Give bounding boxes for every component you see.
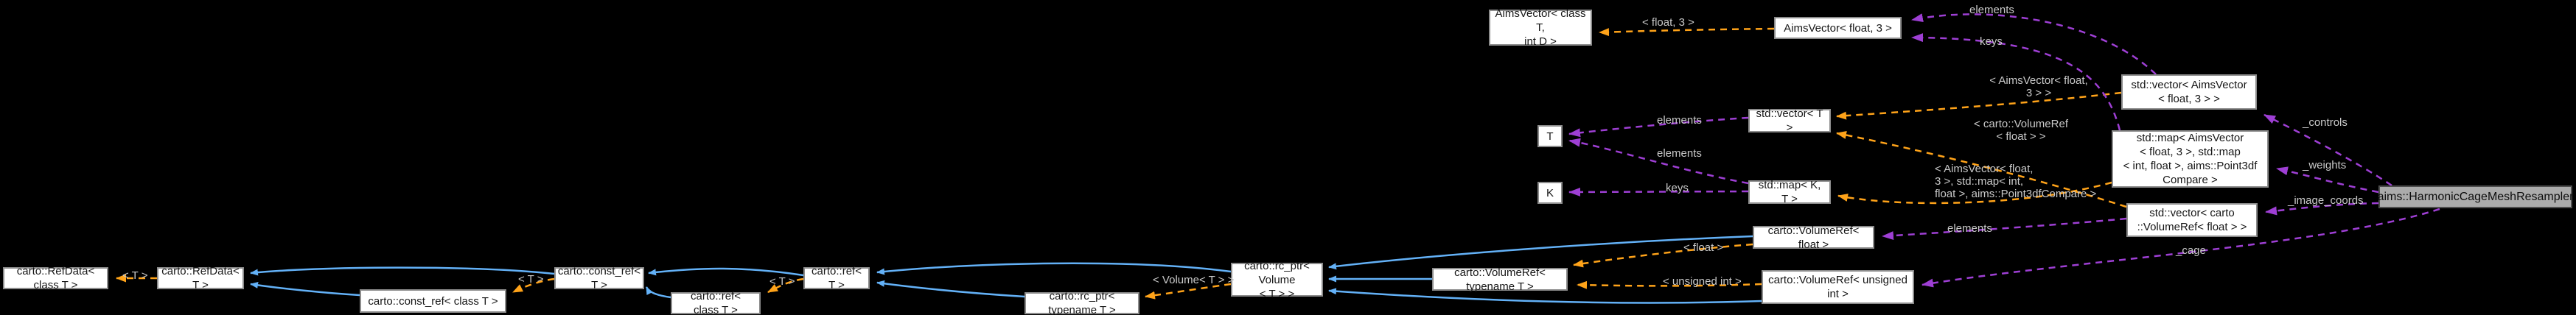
edge-label-t-refdata-instantiation: < T > — [122, 269, 148, 282]
node-ref-template[interactable]: carto::ref< class T > — [671, 290, 761, 315]
node-const-ref-t[interactable]: carto::const_ref< T > — [554, 265, 644, 291]
edge-label-elements-vector-t: elements — [1657, 114, 1702, 127]
edge-label-cage: _cage — [2176, 244, 2206, 257]
node-std-map-kt[interactable]: std::map< K, T > — [1748, 179, 1831, 205]
edge-label-vector-volumeref-instantiation: < carto::VolumeRef < float > > — [1974, 118, 2068, 143]
edge-label-keys-weights-map: keys — [1980, 35, 2003, 48]
node-std-map-aimsvector[interactable]: std::map< AimsVector < float, 3 >, std::… — [2112, 130, 2269, 188]
edge-label-controls: _controls — [2303, 116, 2348, 129]
edge-label-elements-map-kt: elements — [1657, 147, 1702, 160]
edge-label-elements-controls-vector: elements — [1969, 4, 2014, 16]
node-k[interactable]: K — [1537, 182, 1563, 204]
edge-label-t-ref-instantiation: < T > — [769, 275, 795, 288]
node-volumeref-uint[interactable]: carto::VolumeRef< unsigned int > — [1762, 270, 1914, 304]
edge-label-map-instantiation: < AimsVector< float, 3 >, std::map< int,… — [1935, 163, 2097, 200]
node-const-ref-template[interactable]: carto::const_ref< class T > — [360, 289, 506, 313]
node-refdata-template[interactable]: carto::RefData< class T > — [3, 265, 108, 291]
edge-label-weights: _weights — [2303, 159, 2347, 171]
edge-label-t-constref-instantiation: < T > — [518, 273, 544, 286]
edge-label-elements-vector-volumeref: elements — [1947, 222, 1992, 235]
node-volumeref-float[interactable]: carto::VolumeRef< float > — [1753, 224, 1874, 251]
node-std-vector-aimsvector[interactable]: std::vector< AimsVector < float, 3 > > — [2121, 74, 2257, 110]
node-rc-ptr-template[interactable]: carto::rc_ptr< typename T > — [1025, 290, 1139, 315]
node-aimsvector-template[interactable]: AimsVector< class T, int D > — [1489, 7, 1592, 48]
node-rc-ptr-volume[interactable]: carto::rc_ptr< Volume < T > > — [1231, 260, 1323, 300]
edge-label-float3-instantiation: < float, 3 > — [1642, 16, 1694, 29]
edge-label-image-coords: _image_coords — [2288, 194, 2364, 207]
node-harmonic-cage-mesh-resampler[interactable]: aims::HarmonicCageMeshResampler — [2378, 185, 2573, 208]
node-volumeref-template[interactable]: carto::VolumeRef< typename T > — [1432, 266, 1568, 293]
edge-label-volume-t-instantiation: < Volume< T > > — [1153, 274, 1235, 286]
edge-label-unsigned-int-instantiation: < unsigned int > — [1663, 275, 1742, 288]
node-refdata-t[interactable]: carto::RefData< T > — [157, 265, 244, 291]
node-std-vector-t[interactable]: std::vector< T > — [1748, 107, 1831, 134]
node-t[interactable]: T — [1537, 125, 1563, 147]
node-aimsvector-float3[interactable]: AimsVector< float, 3 > — [1774, 17, 1902, 39]
edge-label-vector-aimsvector-instantiation: < AimsVector< float, 3 > > — [1989, 74, 2088, 99]
node-std-vector-volumeref[interactable]: std::vector< carto ::VolumeRef< float > … — [2126, 203, 2258, 237]
edge-label-keys-map-kt: keys — [1666, 182, 1689, 194]
edge-label-float-instantiation: < float > — [1683, 241, 1724, 254]
node-ref-t[interactable]: carto::ref< T > — [803, 265, 870, 291]
